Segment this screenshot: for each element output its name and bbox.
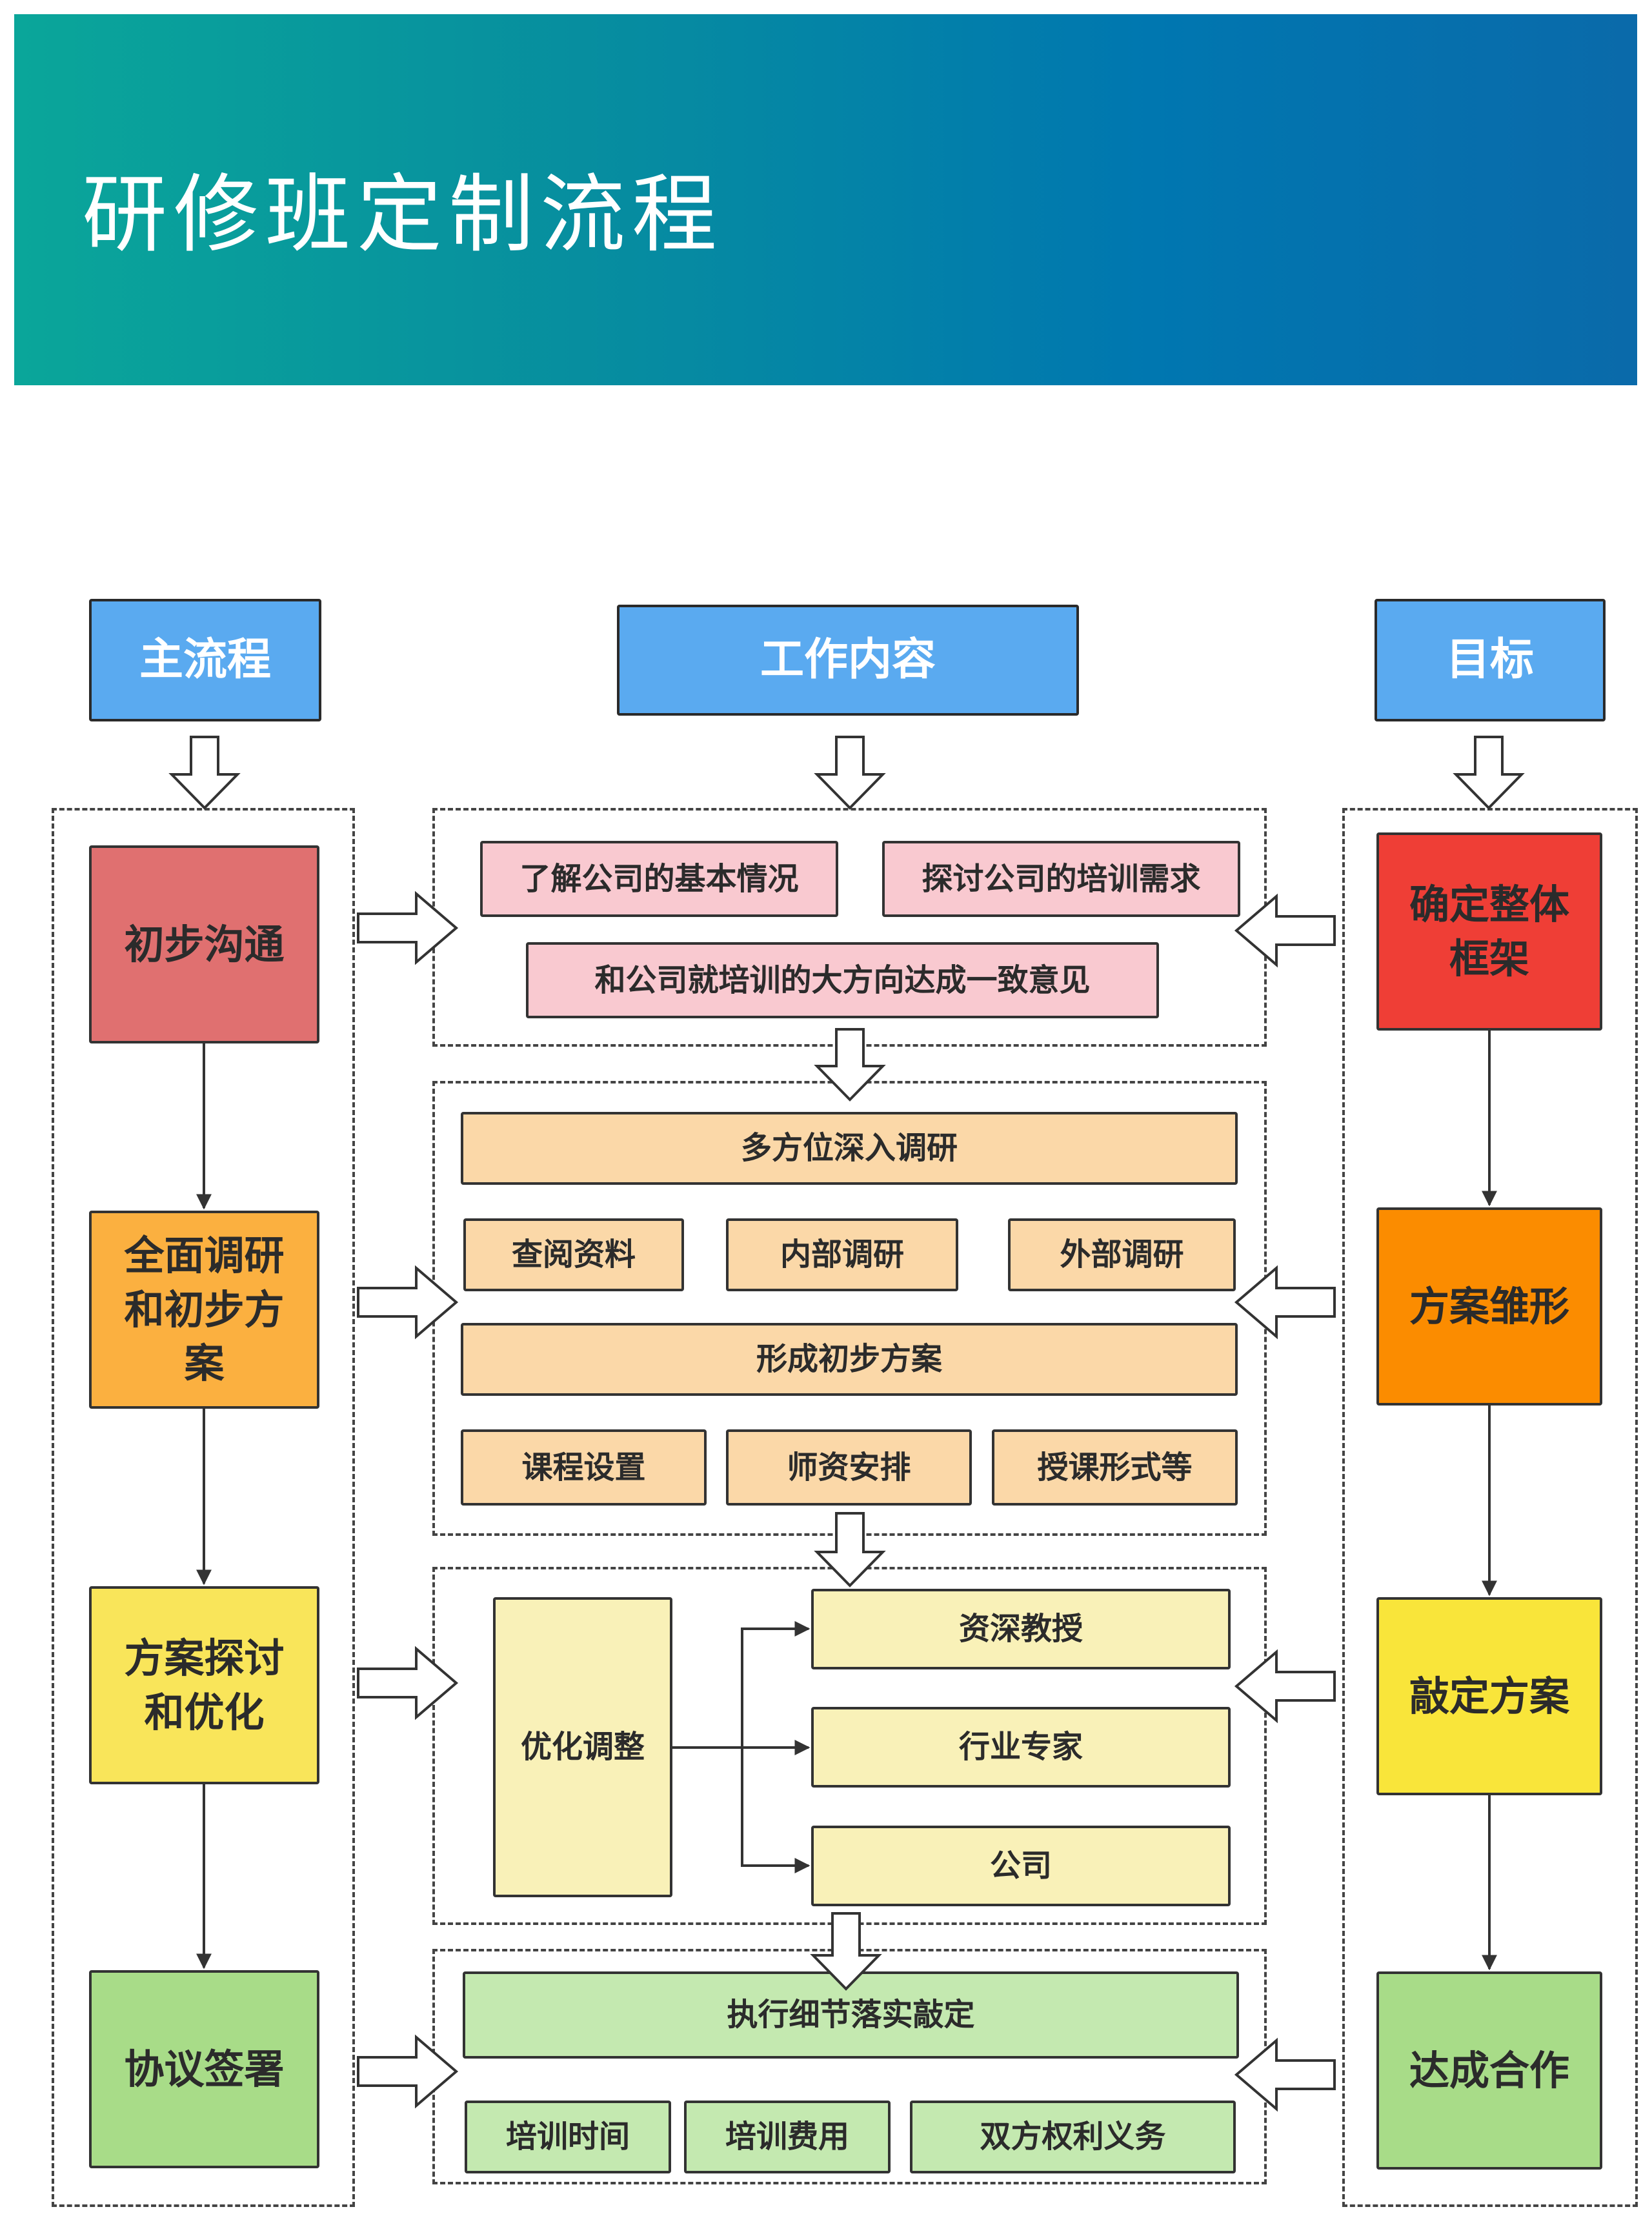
left-arrow-goal3 (1234, 1649, 1336, 1724)
title-banner: 研修班定制流程 (14, 14, 1637, 385)
header-goal: 目标 (1375, 599, 1606, 721)
header-work-content: 工作内容 (617, 605, 1079, 716)
goal-finalize-plan: 敲定方案 (1376, 1597, 1602, 1795)
work-review-materials: 查阅资料 (463, 1218, 684, 1291)
goal-cooperation: 达成合作 (1376, 1971, 1602, 2170)
work-understand-company: 了解公司的基本情况 (480, 841, 838, 917)
down-arrow-work-3-to-4 (810, 1912, 882, 1991)
down-arrow-goal-header (1453, 736, 1525, 810)
work-internal-research: 内部调研 (726, 1218, 958, 1291)
down-arrow-work-2-to-3 (814, 1512, 886, 1587)
work-training-cost: 培训费用 (684, 2101, 891, 2173)
right-arrow-step2 (357, 1265, 459, 1340)
header-main-flow: 主流程 (89, 599, 321, 721)
work-teaching-format: 授课形式等 (992, 1429, 1238, 1506)
down-arrow-work-header (814, 736, 886, 810)
main-step-discussion-optimization: 方案探讨和优化 (89, 1586, 319, 1784)
work-industry-experts: 行业专家 (811, 1707, 1231, 1788)
work-finalize-execution-details: 执行细节落实敲定 (463, 1971, 1239, 2059)
right-arrow-step3 (357, 1646, 459, 1720)
work-initial-plan: 形成初步方案 (461, 1323, 1238, 1396)
right-arrow-step1 (357, 891, 459, 965)
main-step-research-and-plan: 全面调研和初步方案 (89, 1211, 319, 1409)
right-arrow-step4 (357, 2034, 459, 2109)
left-arrow-goal2 (1234, 1265, 1336, 1340)
work-training-time: 培训时间 (465, 2101, 671, 2173)
work-external-research: 外部调研 (1008, 1218, 1236, 1291)
main-step-initial-communication: 初步沟通 (89, 845, 319, 1043)
work-faculty-arrangement: 师资安排 (726, 1429, 972, 1506)
main-flow-container (52, 808, 355, 2207)
work-rights-obligations: 双方权利义务 (910, 2101, 1236, 2173)
goal-framework: 确定整体框架 (1376, 832, 1602, 1031)
left-arrow-goal1 (1234, 893, 1336, 968)
work-reach-consensus: 和公司就培训的大方向达成一致意见 (526, 942, 1159, 1018)
page-title: 研修班定制流程 (82, 165, 723, 265)
down-arrow-main-header (168, 736, 241, 810)
goal-plan-prototype: 方案雏形 (1376, 1207, 1602, 1406)
left-arrow-goal4 (1234, 2037, 1336, 2112)
main-step-agreement-signing: 协议签署 (89, 1970, 319, 2168)
goal-container (1342, 808, 1638, 2207)
work-senior-professors: 资深教授 (811, 1589, 1231, 1669)
down-arrow-work-1-to-2 (814, 1028, 886, 1102)
work-company: 公司 (811, 1826, 1231, 1906)
work-course-setup: 课程设置 (461, 1429, 707, 1506)
work-explore-training-needs: 探讨公司的培训需求 (882, 841, 1240, 917)
work-optimize-adjust: 优化调整 (493, 1597, 672, 1897)
work-in-depth-research: 多方位深入调研 (461, 1112, 1238, 1185)
